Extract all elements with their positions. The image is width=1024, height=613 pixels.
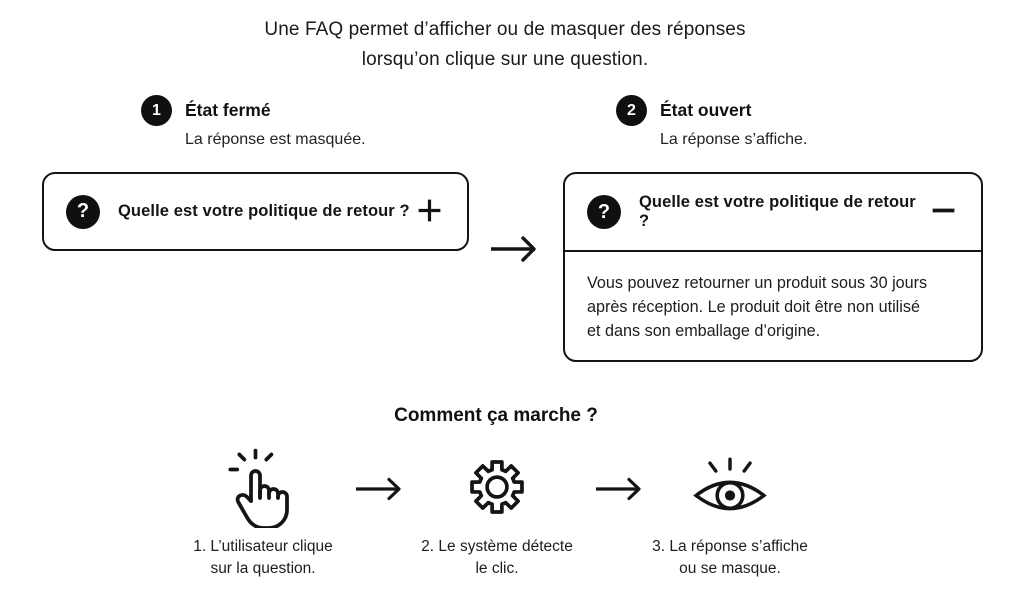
- state-open-title: État ouvert: [660, 100, 752, 120]
- minus-icon: [930, 197, 957, 227]
- state-open-description: La réponse s’affiche.: [660, 131, 808, 148]
- faq-open-header[interactable]: ? Quelle est votre politique de retour ?: [565, 174, 981, 252]
- state-open-label: 2 État ouvert La réponse s’affiche.: [616, 95, 807, 151]
- collapse-minus-button[interactable]: [930, 197, 957, 227]
- faq-question-text: Quelle est votre politique de retour ?: [639, 193, 916, 230]
- expand-plus-button[interactable]: [416, 197, 443, 227]
- arrow-right-icon: [489, 235, 539, 263]
- how-step-3-caption: 3. La réponse s’affiche ou se masque.: [652, 538, 808, 577]
- click-hand-icon: [163, 441, 363, 533]
- state-closed-description: La réponse est masquée.: [185, 131, 366, 148]
- faq-question-text: Quelle est votre politique de retour ?: [118, 202, 410, 220]
- page-title-line1: Une FAQ permet d’afficher ou de masquer …: [264, 19, 746, 40]
- arrow-right-icon: [594, 476, 644, 502]
- plus-icon: [416, 197, 443, 227]
- how-step-2-caption: 2. Le système détecte le clic.: [421, 538, 573, 577]
- page-title-line2: lorsqu’on clique sur une question.: [361, 49, 649, 70]
- state-closed-title: État fermé: [185, 100, 271, 120]
- how-step-1-caption: 1. L’utilisateur clique sur la question.: [193, 538, 333, 577]
- gear-icon: [397, 441, 597, 533]
- eye-icon: [630, 441, 830, 533]
- faq-item-open[interactable]: ? Quelle est votre politique de retour ?…: [563, 172, 983, 362]
- step-1-number-badge: 1: [141, 95, 172, 126]
- how-step-2: 2. Le système détecte le clic.: [397, 441, 597, 580]
- how-step-1: 1. L’utilisateur clique sur la question.: [163, 441, 363, 580]
- how-it-works-title: Comment ça marche ?: [394, 405, 598, 426]
- faq-answer-text: Vous pouvez retourner un produit sous 30…: [587, 274, 928, 340]
- state-closed-label: 1 État fermé La réponse est masquée.: [141, 95, 366, 151]
- question-mark-icon: ?: [587, 195, 621, 229]
- page-title: Une FAQ permet d’afficher ou de masquer …: [0, 15, 1010, 75]
- how-step-3: 3. La réponse s’affiche ou se masque.: [630, 441, 830, 580]
- question-mark-icon: ?: [66, 194, 100, 229]
- arrow-right-icon: [354, 476, 404, 502]
- faq-item-closed[interactable]: ? Quelle est votre politique de retour ?: [42, 172, 469, 251]
- step-2-number-badge: 2: [616, 95, 647, 126]
